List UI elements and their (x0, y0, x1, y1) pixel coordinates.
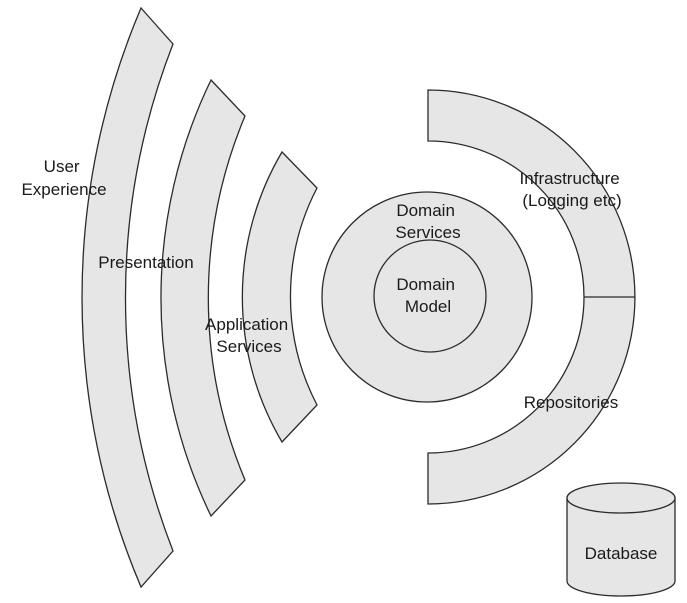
infrastructure-label: Infrastructure (Logging etc) (520, 169, 625, 210)
domain-services-label: Domain Services (395, 201, 460, 242)
user-experience-label: User Experience (21, 157, 106, 199)
infrastructure-repositories-band (427, 89, 636, 505)
domain-model-core (373, 239, 487, 353)
application-services-band (241, 150, 318, 444)
domain-model-label: Domain Model (396, 275, 459, 316)
presentation-label: Presentation (98, 253, 193, 272)
database-label: Database (585, 544, 658, 563)
repositories-label: Repositories (524, 393, 619, 412)
database-cylinder-icon (566, 482, 676, 597)
presentation-band (160, 78, 246, 518)
application-services-label: Application Services (205, 315, 293, 356)
user-experience-band (81, 6, 174, 589)
